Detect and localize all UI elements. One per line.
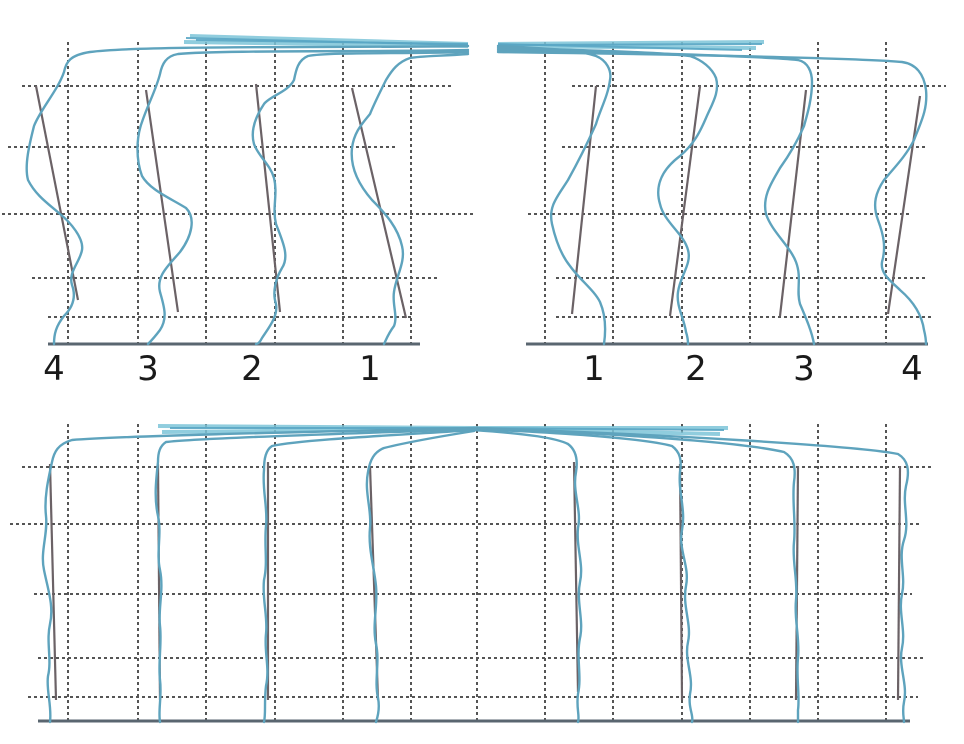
fan-top-left — [183, 34, 469, 48]
trendlines-bottom — [48, 461, 902, 701]
traces-top-right — [496, 44, 928, 346]
panel-top-right: 1 2 3 4 — [496, 40, 946, 389]
traces-top-left — [25, 44, 470, 346]
labels-top-right: 1 2 3 4 — [583, 349, 923, 389]
panel-label: 2 — [685, 349, 707, 389]
trendlines-top-left — [34, 83, 408, 319]
panel-bottom — [10, 424, 932, 724]
labels-top-left: 4 3 2 1 — [43, 349, 381, 389]
panel-label: 2 — [241, 349, 263, 389]
panel-label: 3 — [793, 349, 815, 389]
panel-top-left: 4 3 2 1 — [2, 34, 474, 389]
panel-label: 1 — [359, 349, 381, 389]
panel-label: 4 — [901, 349, 923, 389]
panel-label: 1 — [583, 349, 605, 389]
grid-bottom — [10, 424, 932, 722]
panel-label: 3 — [137, 349, 159, 389]
trendlines-top-right — [570, 85, 922, 317]
grid-top-left — [2, 42, 474, 345]
fan-top-right — [497, 40, 765, 51]
grid-top-right — [528, 42, 946, 345]
panel-label: 4 — [43, 349, 65, 389]
traces-bottom — [41, 426, 910, 724]
